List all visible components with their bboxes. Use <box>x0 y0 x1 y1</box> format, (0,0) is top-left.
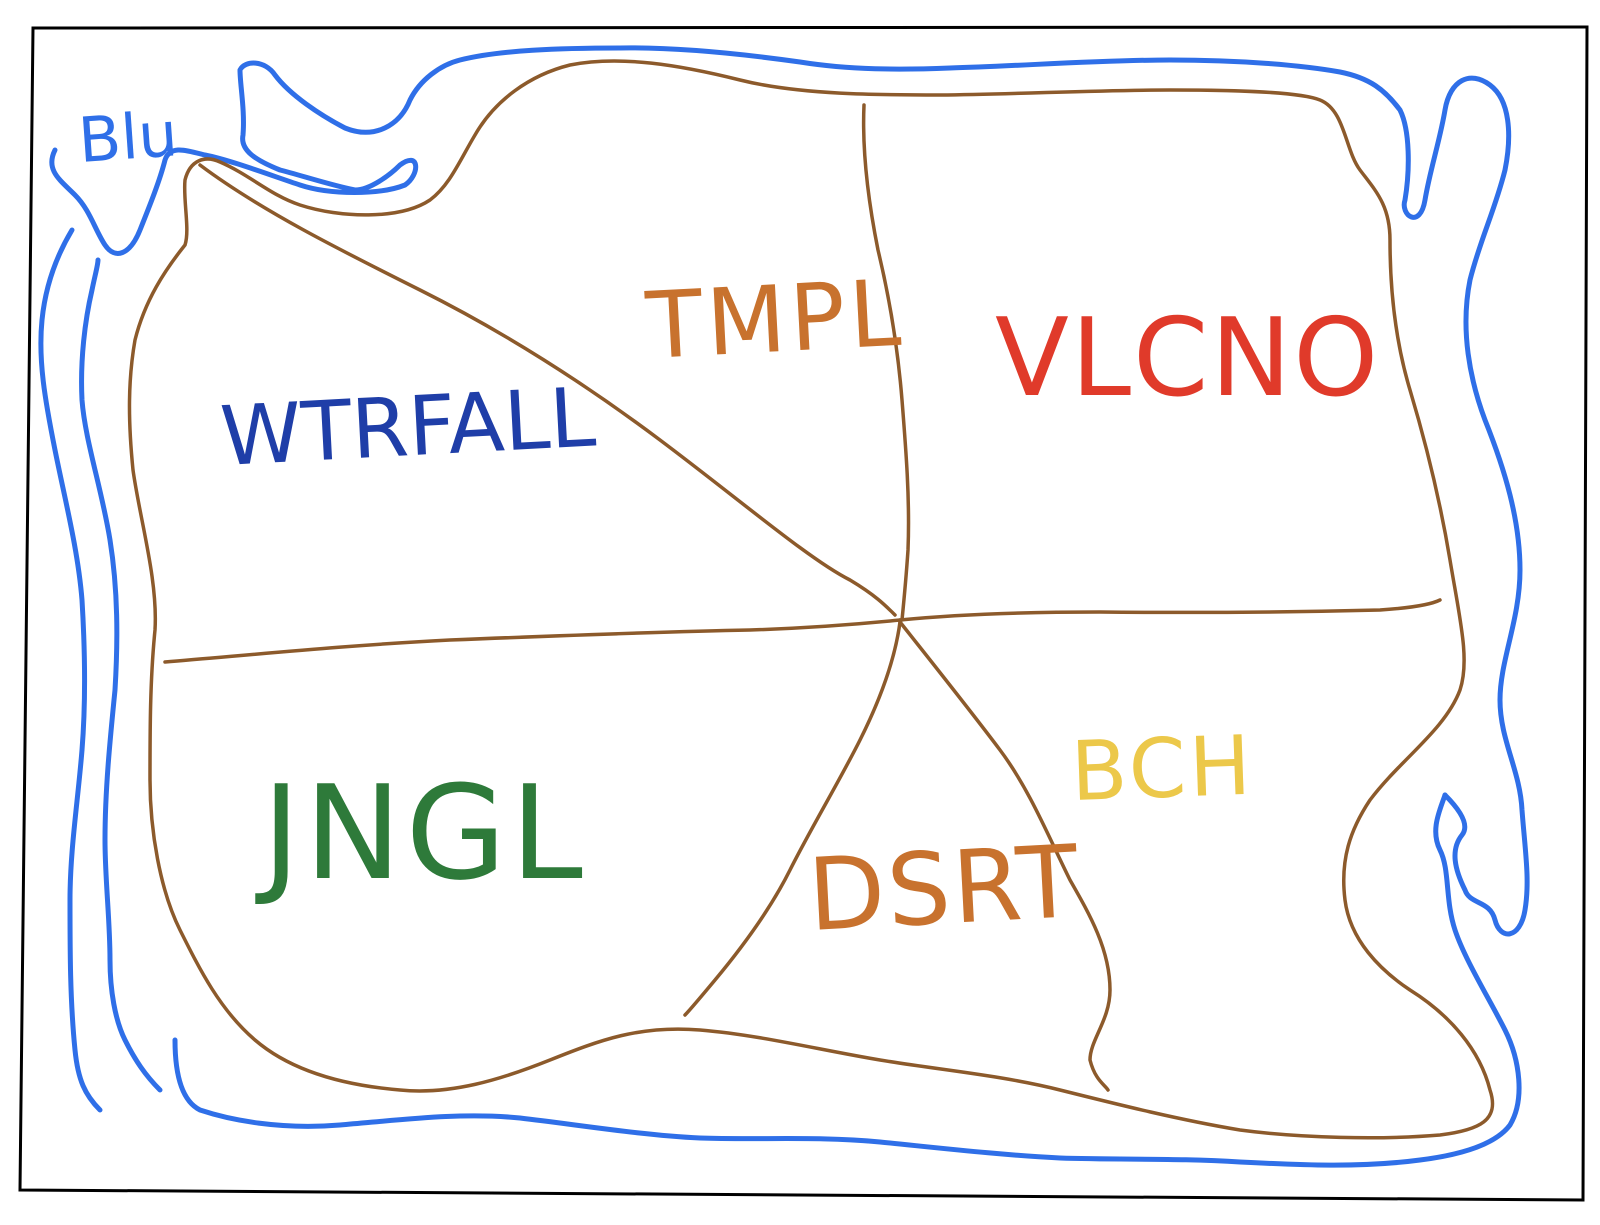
region-label-tmpl: TMPL <box>643 260 908 380</box>
water-outline <box>38 45 1530 1168</box>
region-label-wtrfall: WTRFALL <box>218 370 598 485</box>
divider-tmpl-wtrfall <box>198 163 897 617</box>
water-label: Blu <box>76 97 180 177</box>
land-borders <box>127 59 1495 1140</box>
divider-tmpl-vlcno <box>861 103 911 622</box>
divider-jngl-dsrt <box>683 620 902 1017</box>
map-frame <box>18 25 1589 1202</box>
region-label-dsrt: DSRT <box>805 823 1083 954</box>
region-label-vlcno: VLCNO <box>995 296 1380 421</box>
continent-outline <box>127 59 1495 1140</box>
region-label-jngl: JNGL <box>255 757 587 909</box>
region-label-bch: BCH <box>1069 719 1255 820</box>
divider-dsrt-bch <box>898 620 1112 1092</box>
divider-west <box>163 618 902 664</box>
divider-east <box>898 598 1442 622</box>
